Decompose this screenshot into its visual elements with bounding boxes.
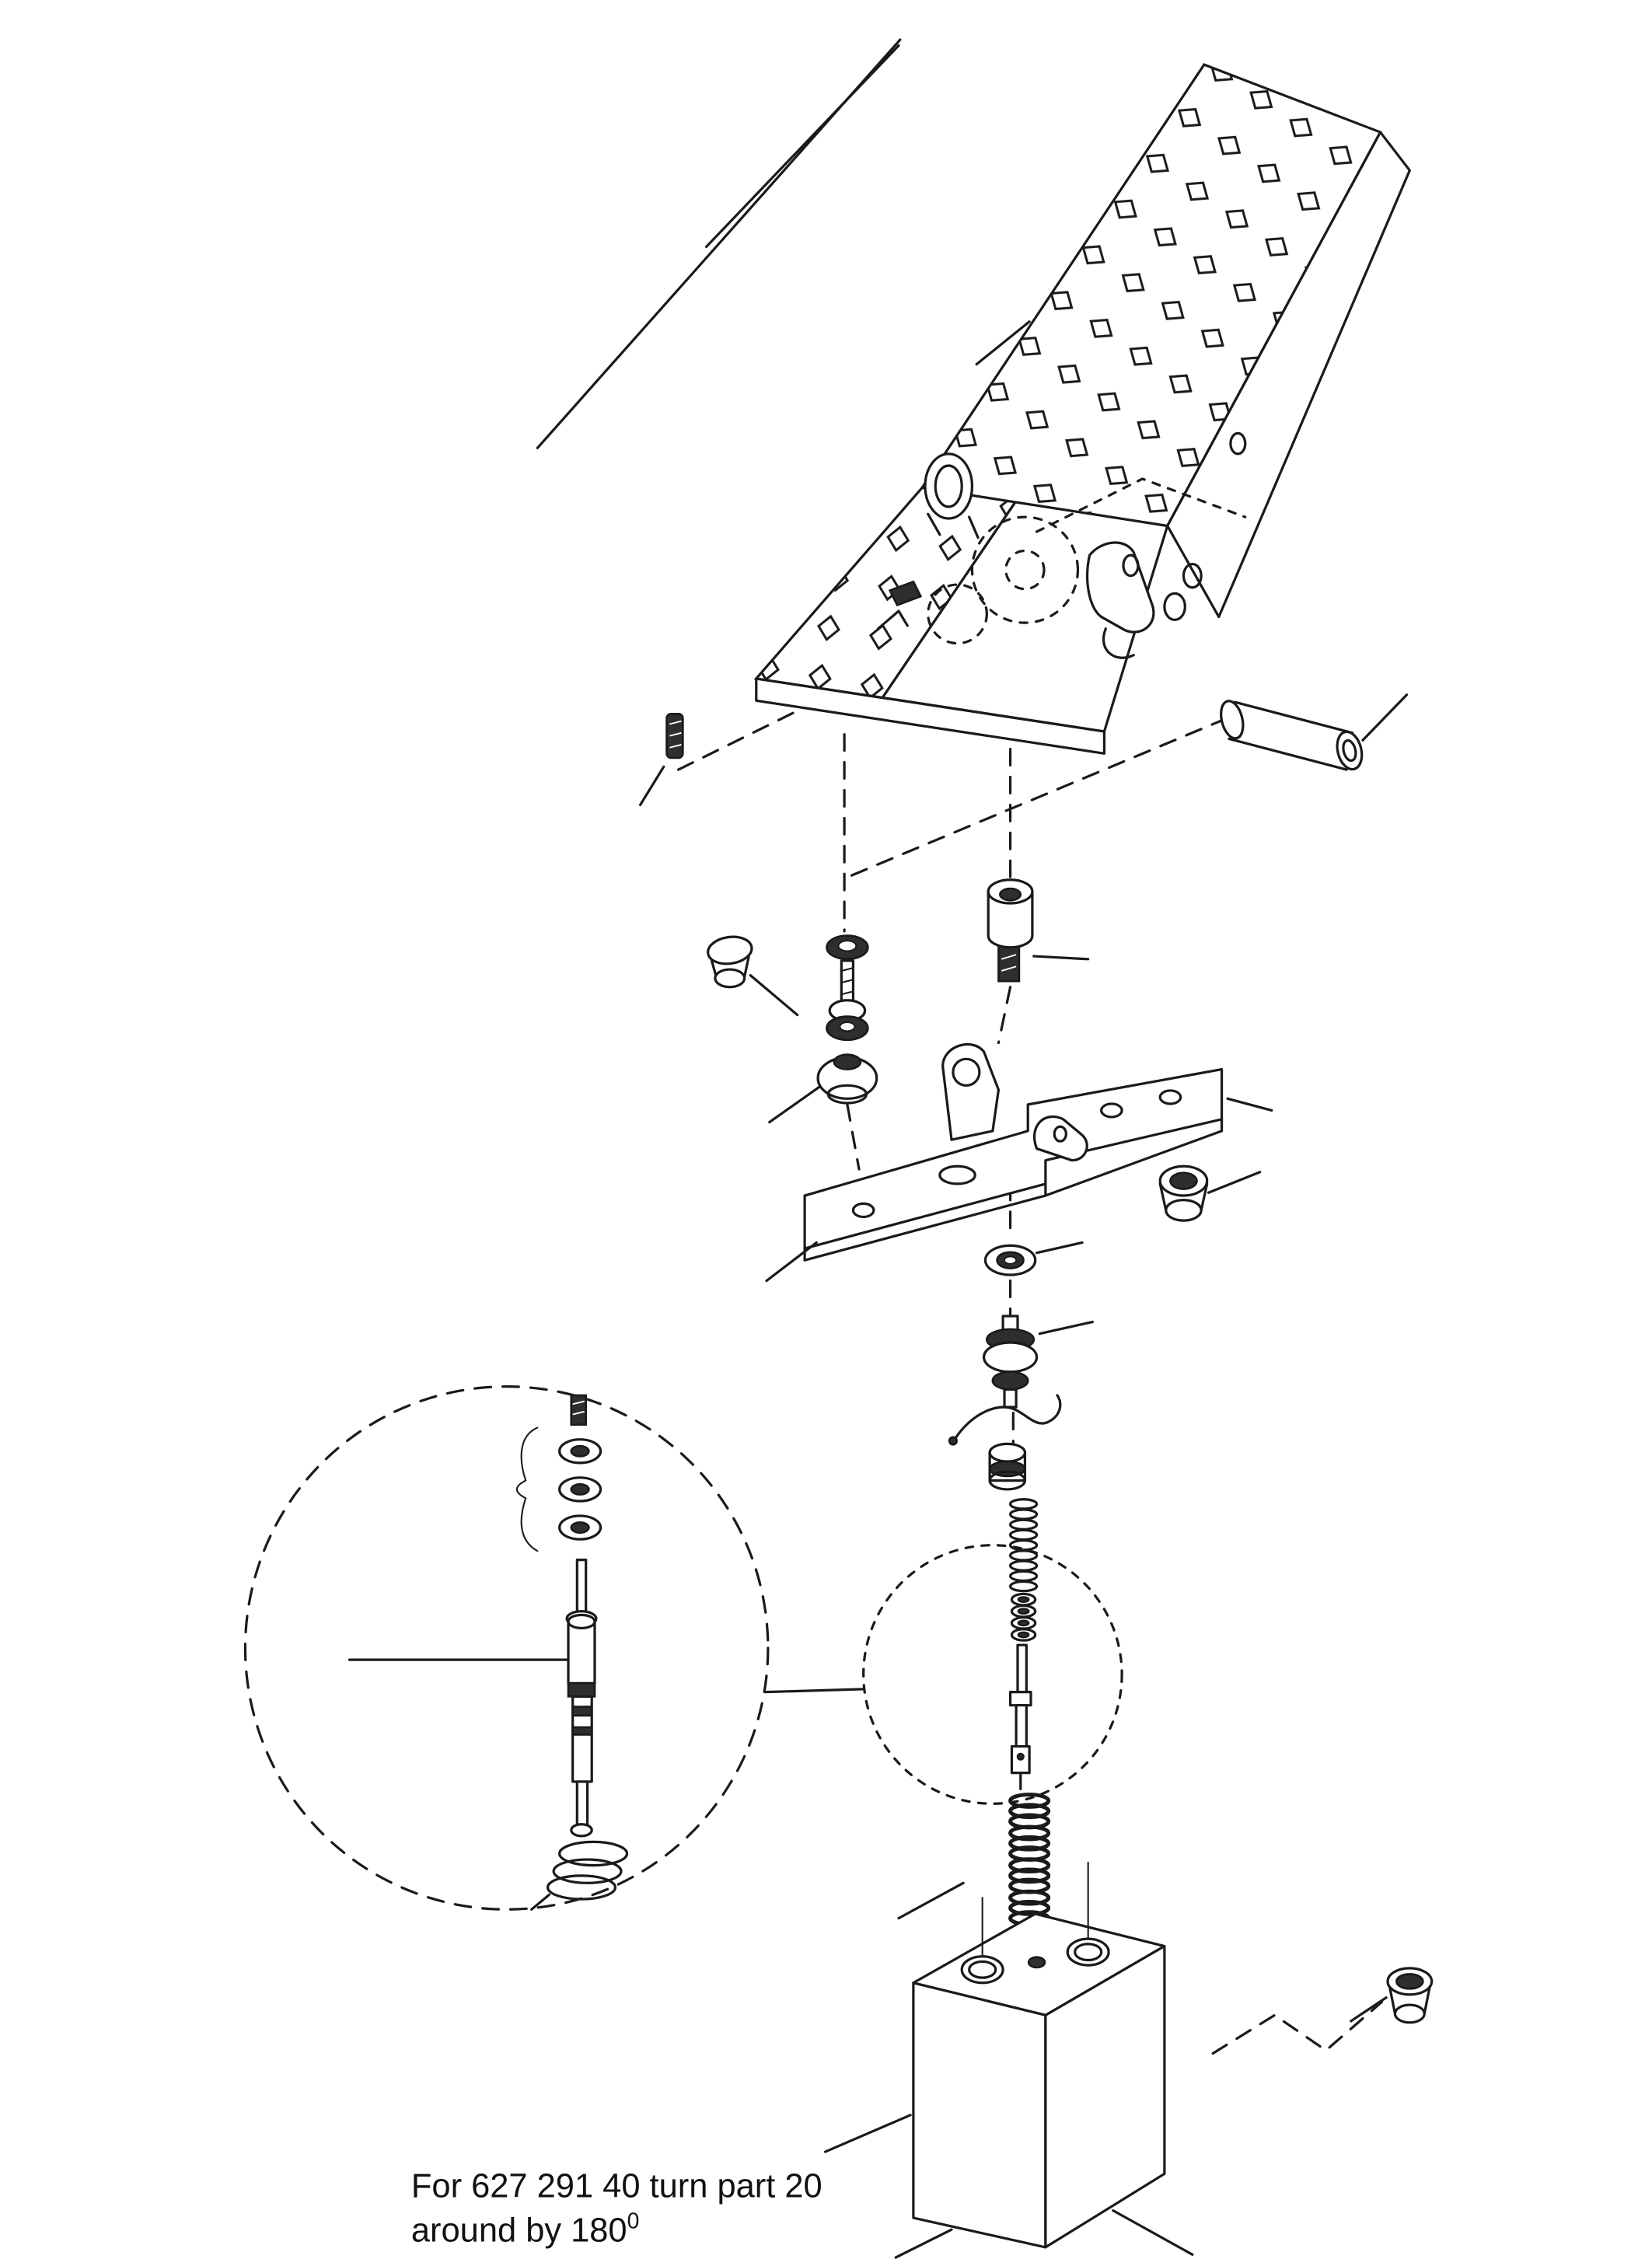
- socket-head-screw: [987, 878, 1090, 983]
- plug-cap-right: [1158, 1164, 1262, 1222]
- pedal-hinge-details: [876, 452, 1247, 659]
- leader-line: [1032, 955, 1090, 961]
- ball-seat: [768, 1053, 878, 1124]
- shim-rings: [1010, 1592, 1037, 1642]
- detail-circle-right: [862, 1544, 1123, 1805]
- leader-line: [765, 1241, 818, 1283]
- leader-line: [1361, 693, 1409, 742]
- pull-ring: [924, 452, 974, 520]
- valve-spool: [1008, 1643, 1032, 1790]
- clevis-pin-small: [638, 712, 684, 807]
- leader-line: [894, 2228, 953, 2259]
- spool-detail: [565, 1559, 598, 1838]
- bushing: [988, 1442, 1027, 1491]
- leader-line: [1112, 2209, 1194, 2256]
- roller-pin: [1220, 693, 1409, 771]
- adjusting-stud: [826, 959, 869, 1042]
- leader-line: [768, 1085, 821, 1124]
- pedal-assembly: [753, 63, 1411, 755]
- shim-rings-detail: [558, 1438, 602, 1541]
- leader-line: [1350, 1996, 1388, 2023]
- detail-connector-line: [763, 1688, 865, 1694]
- leader-line: [1038, 1320, 1094, 1335]
- spring-detail: [530, 1840, 629, 1911]
- brace: [515, 1426, 539, 1552]
- hinge-bolt: [888, 580, 923, 607]
- leader-line: [975, 320, 1031, 366]
- note-superscript: 0: [627, 2208, 640, 2233]
- note-line2: around by 1800: [411, 2208, 639, 2249]
- detail-view-left: [243, 1385, 770, 1911]
- leader-lines: [536, 38, 1031, 449]
- leader-line: [749, 973, 799, 1017]
- threaded-stub: [570, 1394, 587, 1426]
- side-wall-holes: [1182, 431, 1247, 589]
- pedal-side-wall: [1166, 131, 1411, 619]
- plug-cap-left: [707, 935, 799, 1017]
- spring-lower: [897, 1793, 1051, 1927]
- bracket-hook: [1032, 1115, 1088, 1162]
- mounting-bracket: [765, 1043, 1273, 1283]
- leader-line: [704, 44, 900, 249]
- leader-line: [638, 765, 665, 807]
- plug-bottom-right: [1350, 1967, 1434, 2024]
- detail-circle-left: [243, 1385, 770, 1911]
- valve-block: [823, 1861, 1194, 2259]
- note-line1: For 627 291 40 turn part 20: [411, 2168, 823, 2205]
- leader-line: [823, 2114, 912, 2153]
- washer-large: [983, 1241, 1084, 1276]
- retaining-clip: [948, 1394, 1062, 1446]
- leader-line: [1207, 1171, 1262, 1194]
- leader-line: [897, 1881, 965, 1920]
- spring-upper: [1008, 1498, 1039, 1593]
- leader-line: [1035, 1241, 1084, 1255]
- leader-line: [1226, 1097, 1273, 1112]
- note-line2-text: around by 180: [411, 2212, 627, 2249]
- washer-small: [826, 934, 869, 961]
